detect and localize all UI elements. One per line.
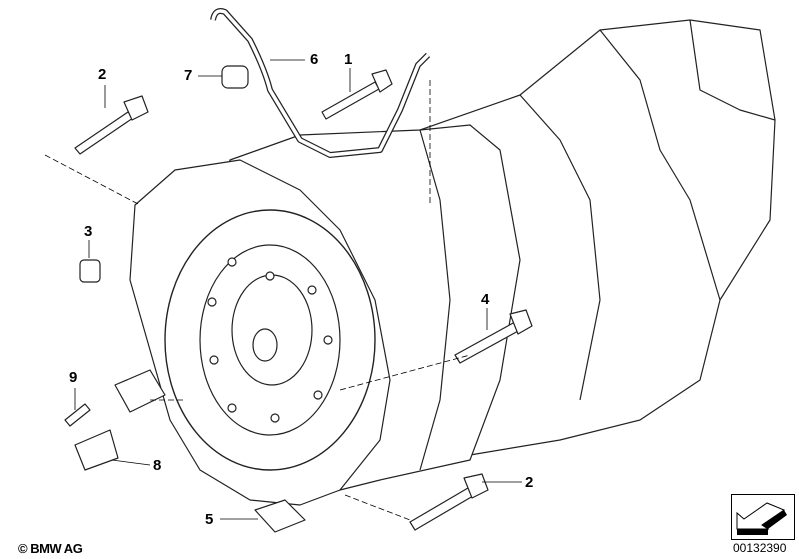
callout-8: 8 bbox=[153, 457, 162, 474]
sensor bbox=[74, 369, 166, 471]
bolt-2-bottom bbox=[409, 473, 489, 531]
arrow-down-left-icon bbox=[736, 502, 787, 535]
callout-3: 3 bbox=[84, 223, 93, 240]
bolt-1 bbox=[321, 69, 393, 120]
callout-6: 6 bbox=[310, 51, 319, 68]
dowel-sleeve bbox=[79, 259, 101, 283]
callout-5: 5 bbox=[205, 511, 214, 528]
callout-2-top: 2 bbox=[98, 66, 107, 83]
navigate-back-button[interactable] bbox=[731, 494, 795, 540]
callout-2-bottom: 2 bbox=[525, 474, 534, 491]
callout-1: 1 bbox=[344, 51, 353, 68]
bolt-2-top bbox=[74, 95, 149, 155]
hose-clip bbox=[221, 65, 249, 89]
screw-9 bbox=[64, 403, 91, 427]
copyright: © BMW AG bbox=[18, 541, 83, 556]
callout-7: 7 bbox=[184, 67, 193, 84]
callout-9: 9 bbox=[69, 369, 78, 386]
callout-4: 4 bbox=[481, 291, 490, 308]
cover-pad bbox=[254, 499, 306, 533]
diagram-code: 00132390 bbox=[733, 541, 787, 555]
bolt-4 bbox=[454, 309, 533, 364]
